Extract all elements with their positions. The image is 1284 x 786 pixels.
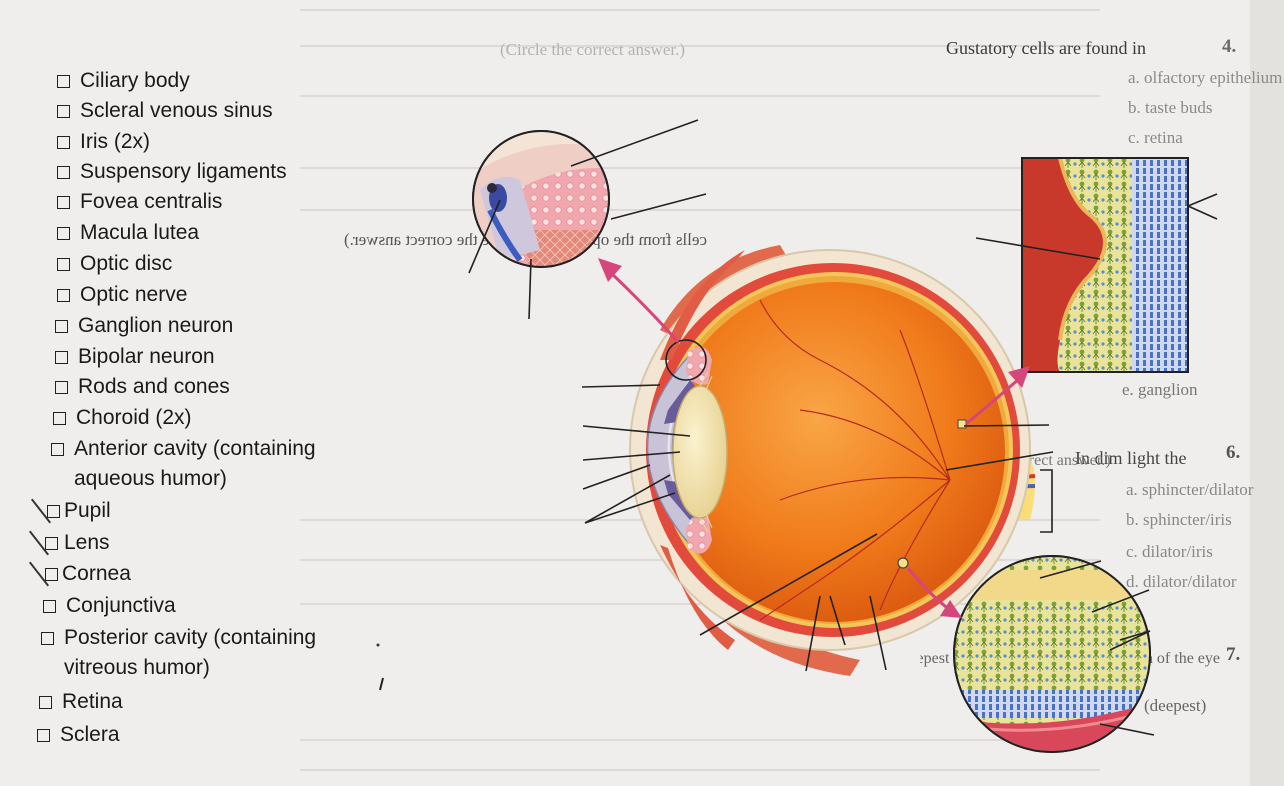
checklist-item-iris[interactable]: Iris (2x) [57,127,150,157]
q7-deepest: (deepest) [1144,696,1207,715]
checkbox-icon[interactable] [41,632,54,645]
q6-option-b: b. sphincter/iris [1126,510,1232,529]
checklist-item-label: Cornea [62,562,131,585]
suspensory-ligaments [699,371,713,533]
arrow-head-icon [940,600,962,618]
checkbox-icon[interactable] [57,105,70,118]
checklist-item-label: Macula lutea [80,221,200,244]
checklist-item-conjunctiva[interactable]: Conjunctiva [43,591,176,621]
q4-number: 4. [1222,36,1237,57]
checkbox-icon[interactable] [39,696,52,709]
q6-number: 6. [1226,442,1241,463]
q6-option-a: a. sphincter/dilator [1126,480,1254,499]
checklist-item-label: Conjunctiva [66,594,176,617]
angle-region-marker [665,339,707,381]
lower-eyelid [660,545,735,650]
structure-checklist: Ciliary body Scleral venous sinus Iris (… [0,0,360,786]
checkbox-icon[interactable] [43,600,56,613]
q4-option-a: a. olfactory epithelium [1128,68,1283,87]
pencil-dot [376,643,380,647]
arrow-to-angle-circle [608,270,680,343]
checkbox-icon[interactable] [51,443,64,456]
q4-option-c: c. retina [1128,128,1183,147]
vitreous-body-shape [665,282,1005,622]
q6-option-d: d. dilator/dilator [1126,572,1237,591]
q6-title: In dim light the [1075,448,1187,468]
checklist-item-lens[interactable]: Lens [45,528,110,558]
checkbox-icon[interactable] [55,320,68,333]
ciliary-body-bottom [686,515,712,554]
arrow-head-icon [1008,366,1030,388]
checklist-item-anterior-cavity[interactable]: Anterior cavity (containing aqueous humo… [51,434,316,494]
checklist-item-choroid[interactable]: Choroid (2x) [53,403,192,433]
checkbox-icon[interactable] [55,351,68,364]
checkbox-icon[interactable] [37,729,50,742]
checklist-item-label: Optic disc [80,252,173,275]
checklist-item-label: Rods and cones [78,375,230,398]
checklist-item-label: Scleral venous sinus [80,99,273,122]
lens-shape [672,385,728,519]
circle-note: (Circle the correct answer.) [500,40,686,59]
fovea-marker [957,419,967,429]
pencil-mark [379,677,384,691]
checkbox-icon[interactable] [53,412,66,425]
checklist-item-bipolar-neuron[interactable]: Bipolar neuron [55,342,215,372]
checklist-item-label: Optic nerve [80,283,188,306]
checklist-item-label: Retina [62,690,123,713]
q5-option-e: e. ganglion [1122,380,1198,399]
checklist-item-optic-nerve[interactable]: Optic nerve [57,280,187,310]
arrow-head-icon [598,258,622,282]
checkbox-checked-icon[interactable] [47,505,60,518]
checklist-item-sclera[interactable]: Sclera [37,720,120,750]
checklist-item-ciliary-body[interactable]: Ciliary body [57,66,190,96]
checkbox-icon[interactable] [55,381,68,394]
checkbox-icon[interactable] [57,136,70,149]
retina-region-marker [897,557,909,569]
q4-title: Gustatory cells are found in [946,38,1146,58]
checkbox-icon[interactable] [57,75,70,88]
checklist-item-label: Anterior cavity (containing aqueous humo… [74,437,316,490]
checklist-item-cornea[interactable]: Cornea [45,559,131,589]
q4-option-b: b. taste buds [1128,98,1213,117]
retinal-blood-vessels [759,299,951,621]
checkbox-icon[interactable] [57,166,70,179]
checklist-item-scleral-venous-sinus[interactable]: Scleral venous sinus [57,96,273,126]
upper-eyelid [660,250,745,360]
q7-number: 7. [1226,644,1241,665]
leader-lines [468,119,1218,736]
checklist-item-ganglion-neuron[interactable]: Ganglion neuron [55,311,233,341]
checklist-item-optic-disc[interactable]: Optic disc [57,249,172,279]
checklist-item-label: Choroid (2x) [76,406,192,429]
checklist-item-fovea-centralis[interactable]: Fovea centralis [57,187,222,217]
checklist-item-label: Ganglion neuron [78,314,234,337]
q6-option-c: c. dilator/iris [1126,542,1213,561]
arrow-to-retina-box [965,376,1021,426]
checkbox-icon[interactable] [57,196,70,209]
checklist-item-label: Iris (2x) [80,130,150,153]
checkbox-checked-icon[interactable] [45,537,58,550]
checkbox-icon[interactable] [57,258,70,271]
checklist-item-label: Pupil [64,499,111,522]
checklist-item-retina[interactable]: Retina [39,687,123,717]
checklist-item-suspensory-ligaments[interactable]: Suspensory ligaments [57,157,287,187]
checkbox-icon[interactable] [57,289,70,302]
checklist-item-pupil[interactable]: Pupil [47,496,111,526]
checklist-item-label: Bipolar neuron [78,345,215,368]
checklist-item-macula-lutea[interactable]: Macula lutea [57,218,199,248]
checklist-item-label: Sclera [60,723,120,746]
checkbox-icon[interactable] [57,227,70,240]
checklist-item-posterior-cavity[interactable]: Posterior cavity (containing vitreous hu… [41,623,316,683]
checkbox-checked-icon[interactable] [45,568,58,581]
checklist-item-label: Suspensory ligaments [80,160,287,183]
checklist-item-label: Fovea centralis [80,190,223,213]
checklist-item-label: Ciliary body [80,69,190,92]
checklist-item-rods-and-cones[interactable]: Rods and cones [55,372,230,402]
checklist-item-label: Posterior cavity (containing vitreous hu… [64,626,317,679]
checklist-item-label: Lens [64,531,110,554]
